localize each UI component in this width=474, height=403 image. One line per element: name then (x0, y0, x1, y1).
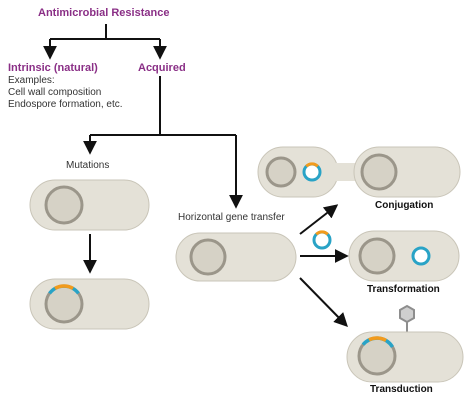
phage-head (399, 304, 415, 324)
acquired-label: Acquired (138, 62, 186, 74)
plasmid (411, 246, 431, 266)
mutations-label: Mutations (66, 160, 110, 171)
examples-heading: Examples: (8, 75, 55, 86)
plasmid (302, 162, 322, 182)
transduction-scene (346, 304, 464, 383)
transformation-scene (312, 230, 460, 282)
resistance-gene-segment (305, 162, 319, 168)
free-plasmid (312, 230, 332, 250)
hgt-cell (175, 232, 297, 282)
chromosome (44, 185, 84, 225)
example-endospore: Endospore formation, etc. (8, 99, 123, 110)
transduction-label: Transduction (370, 384, 433, 395)
conjugation-label: Conjugation (375, 200, 434, 211)
arrow-to-conjugation (299, 204, 339, 235)
diagram-title: Antimicrobial Resistance (38, 7, 170, 19)
tree-connectors (43, 24, 349, 328)
arrow-to-transduction (299, 277, 348, 328)
pilus-bridge (334, 163, 358, 181)
recipient-chromosome (360, 153, 398, 191)
chromosome (358, 237, 396, 275)
intrinsic-label: Intrinsic (natural) (8, 62, 98, 74)
chromosome (189, 238, 227, 276)
transformation-label: Transformation (367, 284, 440, 295)
mutation-cell-after (29, 278, 150, 330)
hgt-label: Horizontal gene transfer (178, 212, 285, 223)
example-cell-wall: Cell wall composition (8, 87, 102, 98)
resistance-gene-segment (54, 284, 74, 290)
conjugation-cells (257, 146, 461, 198)
resistance-gene-segment (315, 230, 329, 236)
mutation-cell-before (29, 179, 150, 231)
donor-chromosome (265, 156, 297, 188)
resistance-gene-segment (368, 336, 387, 342)
